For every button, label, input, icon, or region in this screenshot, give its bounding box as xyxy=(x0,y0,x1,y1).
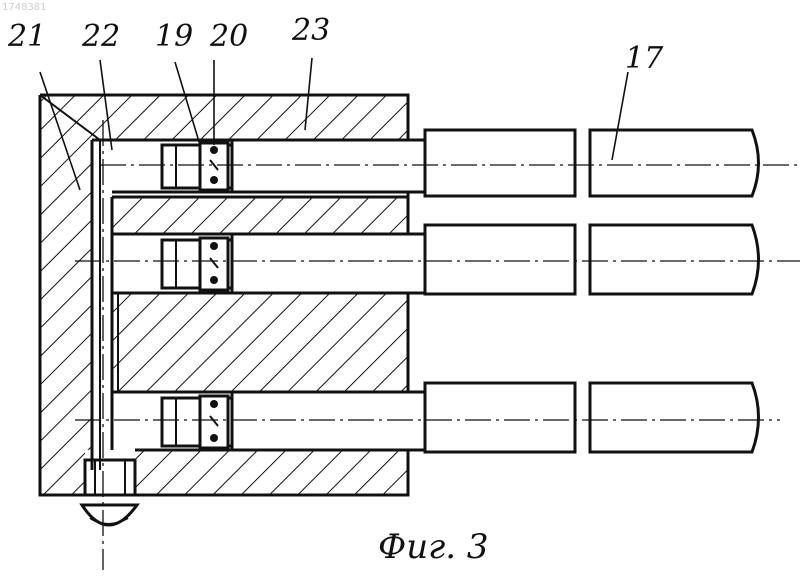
piston-middle xyxy=(162,225,759,294)
piston-bottom xyxy=(162,383,759,452)
label-17: 17 xyxy=(625,41,664,76)
piston-top xyxy=(162,130,759,196)
label-23: 23 xyxy=(291,13,330,48)
label-22: 22 xyxy=(81,19,120,54)
label-19: 19 xyxy=(155,19,193,54)
figure-caption: Фиг. 3 xyxy=(378,527,489,567)
label-20: 20 xyxy=(209,19,248,54)
watermark-text: 1748381 xyxy=(2,2,47,13)
label-21: 21 xyxy=(7,19,46,54)
